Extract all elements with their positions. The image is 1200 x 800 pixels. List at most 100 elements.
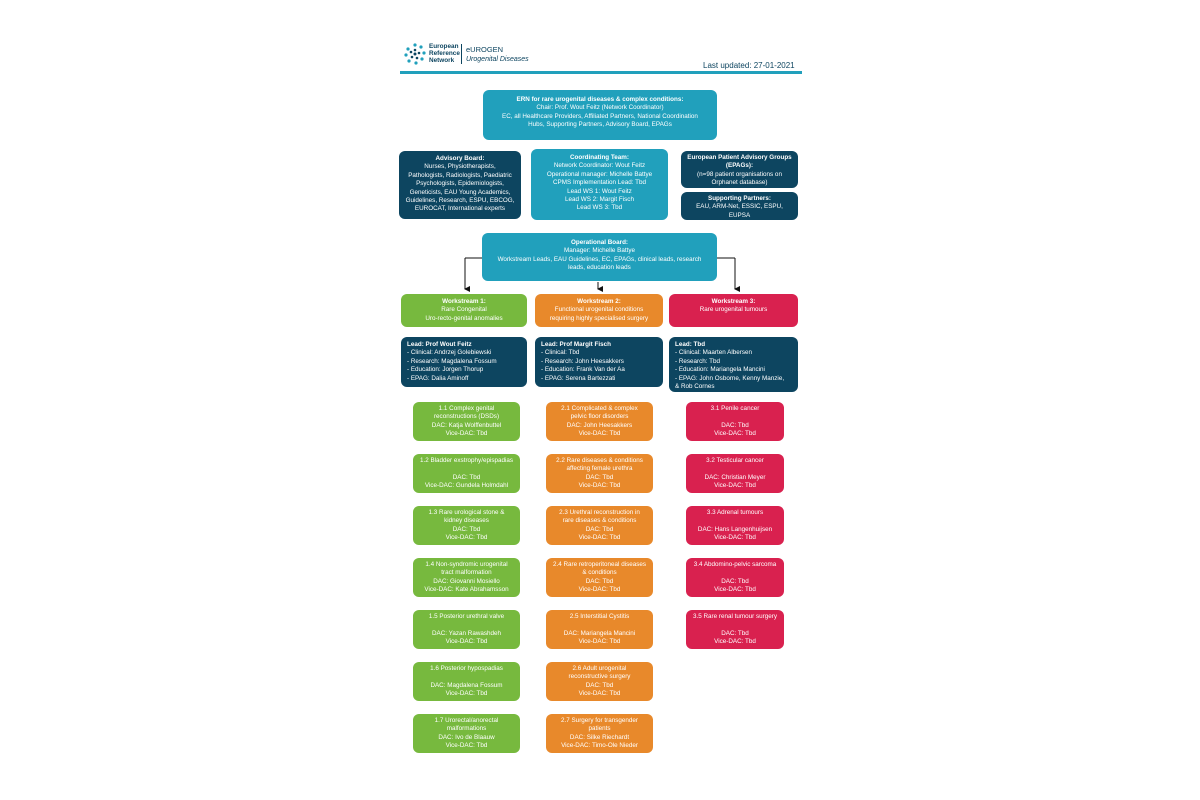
subtheme-line: DAC: Tbd [585, 525, 614, 533]
supporting-line: EAU, ARM-Net, ESSIC, ESPU, [696, 203, 783, 211]
subtheme-box: 2.6 Adult urogenital reconstructive surg… [546, 662, 653, 701]
workstream-3-box: Workstream 3: Rare urogenital tumours [669, 294, 798, 327]
subtheme-line: reconstructions (DSDs) [433, 413, 500, 421]
ern-logo-icon [404, 43, 426, 65]
subtheme-line: Vice-DAC: Tbd [578, 481, 621, 489]
workstream-1-box: Workstream 1: Rare Congenital Uro-recto-… [401, 294, 527, 327]
subtheme-line: 1.5 Posterior urethral valve [428, 612, 505, 620]
subtheme-line: reconstructive surgery [568, 673, 631, 681]
logo-line: European [429, 43, 459, 50]
subtheme-line: Vice-DAC: Tbd [578, 429, 621, 437]
subtheme-line: DAC: Tbd [585, 577, 614, 585]
coordinating-line: Operational manager: Michelle Battye [546, 170, 653, 178]
coordinating-line: Lead WS 2: Margit Fisch [565, 196, 634, 204]
workstream-line: Rare urogenital tumours [699, 306, 768, 314]
subtheme-line: 2.7 Surgery for transgender [560, 716, 638, 724]
subtheme-line: pelvic floor disorders [570, 413, 629, 421]
subtheme-line: DAC: Katja Wolffenbuttel [431, 421, 502, 429]
subtheme-line [552, 621, 647, 629]
subtheme-box: 1.5 Posterior urethral valve DAC: Yazan … [413, 610, 520, 649]
logo-line: Reference [429, 50, 460, 58]
advisory-line: EUROCAT, International experts [414, 205, 506, 213]
operational-board-box: Operational Board: Manager: Michelle Bat… [482, 233, 717, 281]
lead-title: Lead: Prof Margit Fisch [541, 341, 611, 348]
supporting-partners-box: Supporting Partners: EAU, ARM-Net, ESSIC… [681, 192, 798, 220]
subtheme-line: 3.2 Testicular cancer [706, 456, 764, 464]
subtheme-line: & conditions [582, 569, 617, 577]
subtheme-line: 3.4 Abdomino-pelvic sarcoma [693, 560, 777, 568]
subtheme-line: 2.1 Complicated & complex [561, 404, 638, 412]
workstream-title: Workstream 3: [711, 298, 756, 305]
subtheme-line: Vice-DAC: Tbd [445, 533, 488, 541]
subtheme-box: 3.2 Testicular cancer DAC: Christian Mey… [686, 454, 784, 493]
advisory-board-title: Advisory Board: [435, 155, 485, 162]
subtheme-line: malformations [446, 725, 487, 733]
header-rule [400, 71, 802, 74]
workstream-title: Workstream 2: [577, 298, 621, 305]
lead-title: Lead: Prof Wout Feitz [407, 341, 472, 348]
lead-line: - Education: Mariangela Mancini [675, 366, 765, 374]
subtheme-line: Vice-DAC: Tbd [578, 637, 621, 645]
brand-name: eUROGEN [466, 45, 504, 54]
subtheme-box: 1.4 Non-syndromic urogenital tract malfo… [413, 558, 520, 597]
subtheme-line: DAC: Tbd [585, 473, 614, 481]
subtheme-line: 2.4 Rare retroperitoneal diseases [552, 560, 647, 568]
subtheme-line: Vice-DAC: Tbd [714, 585, 756, 593]
subtheme-line: DAC: Silke Riechardt [569, 733, 630, 741]
subtheme-line: DAC: Yazan Rawashdeh [431, 629, 502, 637]
subtheme-box: 1.7 Urorectal/anorectal malformations DA… [413, 714, 520, 753]
subtheme-box: 1.1 Complex genital reconstructions (DSD… [413, 402, 520, 441]
subtheme-line: DAC: Tbd [721, 577, 749, 585]
subtheme-line: DAC: Ivo de Blaauw [438, 733, 495, 741]
workstream-2-box: Workstream 2: Functional urogenital cond… [535, 294, 663, 327]
subtheme-line: DAC: Magdalena Fossum [430, 681, 503, 689]
operational-line: leads, education leads [568, 264, 631, 272]
lead-line: - Education: Jorgen Thorup [407, 366, 484, 374]
brand-sub: Urogenital Diseases [466, 56, 529, 63]
brand: eUROGEN Urogenital Diseases [466, 45, 529, 64]
ern-line: Chair: Prof. Wout Feitz (Network Coordin… [536, 104, 664, 112]
supporting-partners-title: Supporting Partners: [708, 195, 771, 202]
workstream-line: Uro-recto-genital anomalies [425, 314, 503, 322]
subtheme-line: DAC: Tbd [721, 629, 749, 637]
advisory-line: Pathologists, Radiologists, Paediatric [408, 171, 512, 179]
subtheme-line: DAC: Tbd [585, 681, 614, 689]
subtheme-box: 2.3 Urethral reconstruction in rare dise… [546, 506, 653, 545]
coordinating-line: Lead WS 3: Tbd [576, 204, 623, 212]
subtheme-line: Vice-DAC: Tbd [578, 585, 621, 593]
subtheme-line: Vice-DAC: Tbd [578, 689, 621, 697]
subtheme-box: 2.4 Rare retroperitoneal diseases & cond… [546, 558, 653, 597]
subtheme-line: affecting female urethra [566, 465, 633, 473]
subtheme-line: 1.6 Posterior hypospadias [430, 664, 503, 672]
lead-line: - Clinical: Maarten Albersen [675, 349, 752, 357]
supporting-line: EUPSA [728, 211, 751, 219]
subtheme-line: DAC: Mariangela Mancini [563, 629, 636, 637]
advisory-line: Psychologists, Epidemiologists, [416, 180, 504, 188]
lead-title: Lead: Tbd [675, 341, 706, 348]
subtheme-line: Vice-DAC: Tbd [714, 481, 756, 489]
subtheme-line: DAC: Tbd [452, 525, 481, 533]
subtheme-line [419, 465, 514, 473]
subtheme-line: Vice-DAC: Kate Abrahamsson [424, 585, 509, 593]
subtheme-box: 3.5 Rare renal tumour surgery DAC: Tbd V… [686, 610, 784, 649]
subtheme-line: DAC: Christian Meyer [704, 473, 766, 481]
subtheme-box: 1.3 Rare urological stone & kidney disea… [413, 506, 520, 545]
workstream-2-lead-box: Lead: Prof Margit Fisch - Clinical: Tbd … [535, 337, 663, 387]
subtheme-line: 3.1 Penile cancer [710, 404, 760, 412]
subtheme-box: 3.4 Abdomino-pelvic sarcoma DAC: Tbd Vic… [686, 558, 784, 597]
last-updated: Last updated: 27-01-2021 [703, 61, 795, 70]
subtheme-line: 3.3 Adrenal tumours [706, 508, 764, 516]
lead-line: - Clinical: Tbd [541, 349, 580, 357]
subtheme-box: 3.1 Penile cancer DAC: Tbd Vice-DAC: Tbd [686, 402, 784, 441]
ern-title: ERN for rare urogenital diseases & compl… [516, 96, 684, 103]
subtheme-line: Vice-DAC: Tbd [714, 533, 756, 541]
logo-text: European Reference Network [429, 43, 460, 65]
epag-box: European Patient Advisory Groups (EPAGs)… [681, 151, 798, 188]
subtheme-line: 1.3 Rare urological stone & [428, 508, 505, 516]
workstream-line: Functional urogenital conditions [554, 306, 644, 314]
epag-title: European Patient Advisory Groups (EPAGs)… [687, 154, 792, 170]
subtheme-box: 2.2 Rare diseases & conditions affecting… [546, 454, 653, 493]
subtheme-line: patients [588, 725, 611, 733]
workstream-line: requiring highly specialised surgery [549, 314, 649, 322]
lead-line: - EPAG: John Osborne, Kenny Manzie, [675, 374, 785, 382]
